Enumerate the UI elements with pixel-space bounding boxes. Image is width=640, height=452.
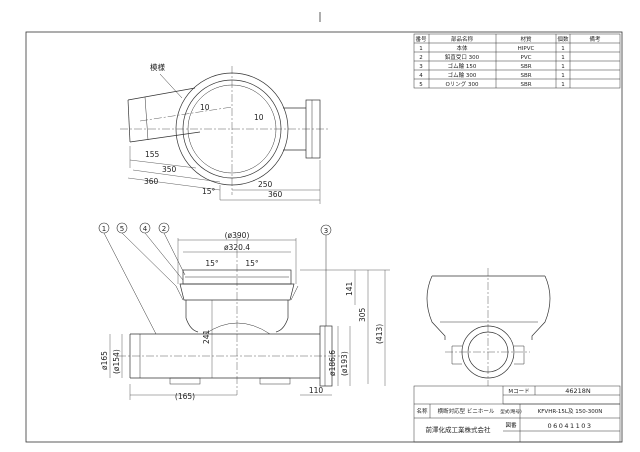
table-header-no: 番号 bbox=[415, 36, 427, 43]
model-value: KFVHR-15L及 150-300N bbox=[538, 408, 603, 415]
table-row-material: SBR bbox=[520, 64, 531, 70]
name-value: 横断対応型 ビニホール bbox=[438, 407, 495, 415]
dim-305: 305 bbox=[358, 307, 367, 322]
table-row-no: 1 bbox=[419, 46, 423, 52]
balloon-text: 3 bbox=[324, 227, 328, 235]
angle-10a: 10 bbox=[200, 103, 210, 112]
dim-154: (ø154) bbox=[112, 349, 121, 374]
table-row-name: Oリング 300 bbox=[445, 80, 479, 88]
company-name: 前澤化成工業株式会社 bbox=[426, 425, 492, 434]
table-row-material: PVC bbox=[521, 55, 532, 61]
dim-155: 155 bbox=[145, 150, 160, 159]
table-row-qty: 1 bbox=[561, 64, 565, 70]
burr-label: 模様 bbox=[150, 62, 165, 72]
dim-250: 250 bbox=[258, 180, 273, 189]
dim-360a: 360 bbox=[144, 177, 159, 186]
table-row-no: 3 bbox=[419, 64, 423, 70]
balloon-4 bbox=[139, 222, 151, 234]
angle-15a: 15° bbox=[205, 259, 219, 268]
drawing-label: 図番 bbox=[505, 422, 517, 429]
dim-413: (413) bbox=[375, 324, 384, 344]
drawing-value: 06041103 bbox=[547, 422, 592, 430]
table-row-material: SBR bbox=[520, 73, 531, 79]
code-value: 46218N bbox=[565, 387, 591, 395]
table-row-name: 本体 bbox=[456, 44, 468, 52]
dim-350: 350 bbox=[162, 165, 177, 174]
side-view bbox=[426, 268, 551, 386]
title-block bbox=[413, 385, 621, 443]
sheet-border bbox=[25, 31, 623, 443]
table-row-material: HIPVC bbox=[518, 46, 535, 52]
dim-390: (ø390) bbox=[225, 231, 250, 240]
table-row-no: 5 bbox=[419, 82, 423, 88]
table-row-qty: 1 bbox=[561, 55, 565, 61]
balloon-2 bbox=[158, 222, 170, 234]
balloon-text: 2 bbox=[162, 225, 166, 233]
dim-241: 241 bbox=[202, 329, 211, 344]
table-row-name: 鉛直受口 300 bbox=[445, 53, 480, 61]
angle-10b: 10 bbox=[254, 113, 264, 122]
code-label: Mコード bbox=[508, 388, 529, 395]
table-row-qty: 1 bbox=[561, 46, 565, 52]
name-label: 名称 bbox=[416, 407, 428, 415]
angle-15: 15° bbox=[202, 187, 216, 196]
parts-table bbox=[413, 33, 621, 89]
dim-186: ø186.6 bbox=[328, 350, 337, 376]
angle-15b: 15° bbox=[245, 259, 259, 268]
balloon-3 bbox=[320, 224, 332, 236]
dim-193: (ø193) bbox=[340, 351, 349, 376]
table-row-qty: 1 bbox=[561, 73, 565, 79]
model-label: 型式(略号) bbox=[500, 408, 522, 415]
top-view bbox=[120, 66, 330, 204]
table-row-name: ゴム輪 150 bbox=[448, 62, 477, 70]
balloon-1 bbox=[98, 222, 110, 234]
balloon-text: 1 bbox=[102, 225, 106, 233]
table-header-name: 部品名称 bbox=[451, 35, 474, 43]
table-row-material: SBR bbox=[520, 82, 531, 88]
dim-141: 141 bbox=[345, 281, 354, 296]
table-header-material: 材質 bbox=[520, 35, 532, 43]
dim-320: ø320.4 bbox=[224, 243, 250, 252]
dim-360b: 360 bbox=[268, 190, 283, 199]
table-row-no: 2 bbox=[419, 55, 423, 61]
balloon-text: 4 bbox=[143, 225, 148, 233]
table-row-name: ゴム輪 300 bbox=[448, 71, 477, 79]
table-header-note: 備考 bbox=[589, 35, 601, 43]
dim-165b: (165) bbox=[175, 392, 195, 401]
dim-110: 110 bbox=[309, 386, 324, 395]
dim-165: ø165 bbox=[100, 351, 109, 370]
balloon-5 bbox=[116, 222, 128, 234]
front-view bbox=[103, 232, 390, 400]
table-row-qty: 1 bbox=[561, 82, 565, 88]
table-header-qty: 個数 bbox=[557, 35, 569, 43]
balloon-text: 5 bbox=[120, 225, 124, 233]
table-row-no: 4 bbox=[419, 73, 423, 79]
